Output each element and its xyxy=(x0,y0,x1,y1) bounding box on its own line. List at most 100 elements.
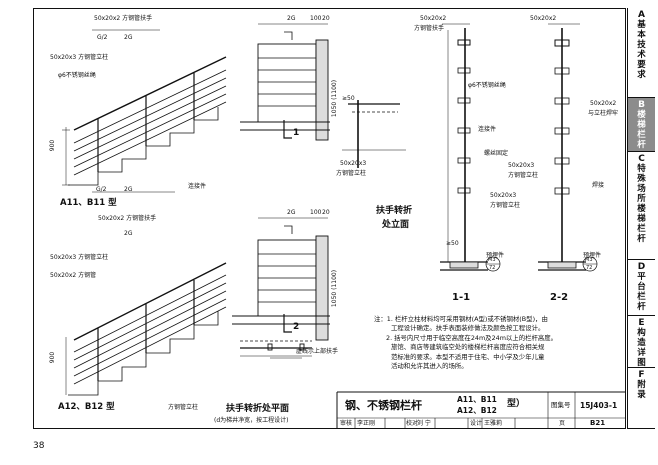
label-plan-hint: 虚线示上部扶手 xyxy=(296,348,339,355)
note-line-4: 旅馆、商店等建筑临空处的楼梯栏杆高度应符合相关规 xyxy=(391,343,545,352)
stair-profile-a12 xyxy=(68,311,219,396)
atlas-label: 图集号 xyxy=(551,401,571,409)
page-number: 38 xyxy=(33,441,45,451)
sidebar-tab-letter: E xyxy=(638,318,645,328)
label-sec-post-b: 50x20x3 xyxy=(490,192,517,199)
label-plan-title: 扶手转折处平面 xyxy=(226,404,290,414)
label-dim-g2-a: G/2 xyxy=(97,34,108,41)
stair-profile-a11 xyxy=(68,107,219,186)
sidebar-tab-letter: B xyxy=(638,100,645,110)
label-sec-right-tube: 50x20x2 xyxy=(530,15,557,22)
plan-post xyxy=(267,343,273,351)
page-code: B21 xyxy=(590,419,606,427)
page-label: 页 xyxy=(559,420,566,427)
label-sec-post-b-2: 方钢管立柱 xyxy=(490,202,521,209)
label-sec-handrail-2: 方钢管扶手 xyxy=(414,25,445,32)
label-dim-1050-b: 1050 (1100) xyxy=(331,269,339,308)
label-dim-g2-b: G/2 xyxy=(96,186,107,193)
notes-title: 注： xyxy=(374,315,387,323)
note-line-2: 工程设计确定。扶手表面装修做法及颜色按工程设计。 xyxy=(391,324,545,333)
label-sec-post: 50x20x3 xyxy=(508,162,535,169)
label-dim-2g-b: 2G xyxy=(124,186,133,193)
sidebar-tab-letter: C xyxy=(638,154,645,164)
label-sec-connector: 连接件 xyxy=(478,126,497,133)
label-callout-m3-2: M3 xyxy=(585,257,593,263)
notes-block: 注：1. 栏杆立柱材料均可采用钢材(A型)或不锈钢材(B型)，由 工程设计确定。… xyxy=(374,315,624,371)
label-sec-right-tube-b: 50x20x2 xyxy=(590,100,617,107)
review-label: 审核 xyxy=(340,420,353,427)
checker-name: 刘 宁 xyxy=(417,420,431,427)
label-post-a11: 50x20x3 方钢管立柱 xyxy=(50,54,109,61)
title-block: 钢、不锈钢栏杆 A11、B11 A12、B12 型） 图集号 15J403-1 … xyxy=(337,392,626,429)
sidebar-tab-label: 构造详图 xyxy=(637,328,646,368)
label-plan-100: 100 xyxy=(310,209,322,216)
sidebar-tab-letter: D xyxy=(637,262,646,272)
label-plan-note: (d为梯井净宽，按工程设计) xyxy=(214,417,289,424)
note-line-5: 范标准的要求。本型不适用于住宅、中小学及少年儿童 xyxy=(391,352,545,361)
label-sec-weld-2: 与立柱焊牢 xyxy=(588,110,619,117)
label-cut-2: 2-2 xyxy=(550,292,569,303)
label-post-elev: 50x20x3 xyxy=(340,160,367,167)
title-type-b: A12、B12 xyxy=(457,406,497,415)
note-line-3: 2. 括号内尺寸用于临空高度在24m及24m以上的栏杆高度。 xyxy=(386,333,558,342)
atlas-number: 15J403-1 xyxy=(580,401,618,410)
label-sec-weld: 焊接 xyxy=(592,182,605,189)
title-type-a: A11、B11 xyxy=(457,395,497,404)
label-cut-1: 1-1 xyxy=(452,292,471,303)
label-dim-2g-c: 2G xyxy=(124,230,133,237)
elevation-l1-frame xyxy=(257,43,317,123)
label-post-a12: 50x20x3 方钢管立柱 xyxy=(50,254,109,261)
label-elev-20: 20 xyxy=(322,15,330,22)
label-sec-rod: φ6不锈钢丝绳 xyxy=(468,82,506,89)
label-elev-title: 扶手转折 xyxy=(376,206,413,216)
reviewer-name: 李正刚 xyxy=(357,420,376,427)
label-rod-6: φ6不锈钢丝绳 xyxy=(58,72,96,79)
label-connector: 连接件 xyxy=(188,183,207,190)
label-sec-handrail: 50x20x2 xyxy=(420,15,447,22)
label-plan-2g: 2G xyxy=(287,209,296,216)
sidebar-tab-label: 特殊场所楼梯栏杆 xyxy=(637,164,646,244)
sidebar-tab-letter: F xyxy=(638,370,645,380)
label-sec-post-2: 方钢管立柱 xyxy=(508,172,539,179)
label-dim-900-b: 900 xyxy=(49,351,57,364)
label-type-a11: A11、B11 型 xyxy=(60,198,117,208)
label-dim-900-a: 900 xyxy=(49,139,57,152)
label-sec-bolt: 螺丝固定 xyxy=(484,150,509,157)
label-elev-100: 100 xyxy=(310,15,322,22)
label-callout-m3-1: M3 xyxy=(488,257,496,263)
label-handrail-a12: 50x20x2 方钢管扶手 xyxy=(98,215,157,222)
label-handrail-top: 50x20x2 方钢管扶手 xyxy=(94,15,153,22)
title-suffix: 型） xyxy=(507,399,526,409)
label-tube-a12: 50x20x2 方钢管 xyxy=(50,272,97,279)
label-embed-1: 预埋件 xyxy=(486,252,505,259)
design-label: 设计 xyxy=(470,420,483,427)
label-embed-2: 预埋件 xyxy=(583,252,602,259)
sidebar-tab-label: 基本技术要求 xyxy=(637,20,646,80)
label-post-elev-2: 方钢管立柱 xyxy=(336,170,367,177)
label-section-2: 2 xyxy=(293,322,300,332)
label-type-a12: A12、B12 型 xyxy=(58,402,115,412)
label-elev-subtitle: 处立面 xyxy=(382,220,410,230)
label-elev-50: ≥50 xyxy=(342,95,355,102)
title-main: 钢、不锈钢栏杆 xyxy=(345,399,422,412)
label-sec-50: ≥50 xyxy=(446,240,459,247)
designer-name: 王雅莉 xyxy=(484,420,503,427)
check-label: 校对 xyxy=(406,420,419,427)
label-callout-n-2: 72 xyxy=(586,265,593,271)
sidebar-tab-letter: A xyxy=(638,10,645,20)
handrail-a12 xyxy=(73,262,227,341)
note-line-6: 活动和允许其进入的场所。 xyxy=(391,362,468,371)
note-line-1: 注：1. 栏杆立柱材料均可采用钢材(A型)或不锈钢材(B型)，由 xyxy=(374,315,548,323)
label-dim-1050-a: 1050 (1100) xyxy=(331,79,339,118)
drawing-frame xyxy=(33,8,626,429)
label-callout-n-1: 72 xyxy=(489,265,496,271)
sidebar-tab-label: 附录 xyxy=(637,380,646,400)
